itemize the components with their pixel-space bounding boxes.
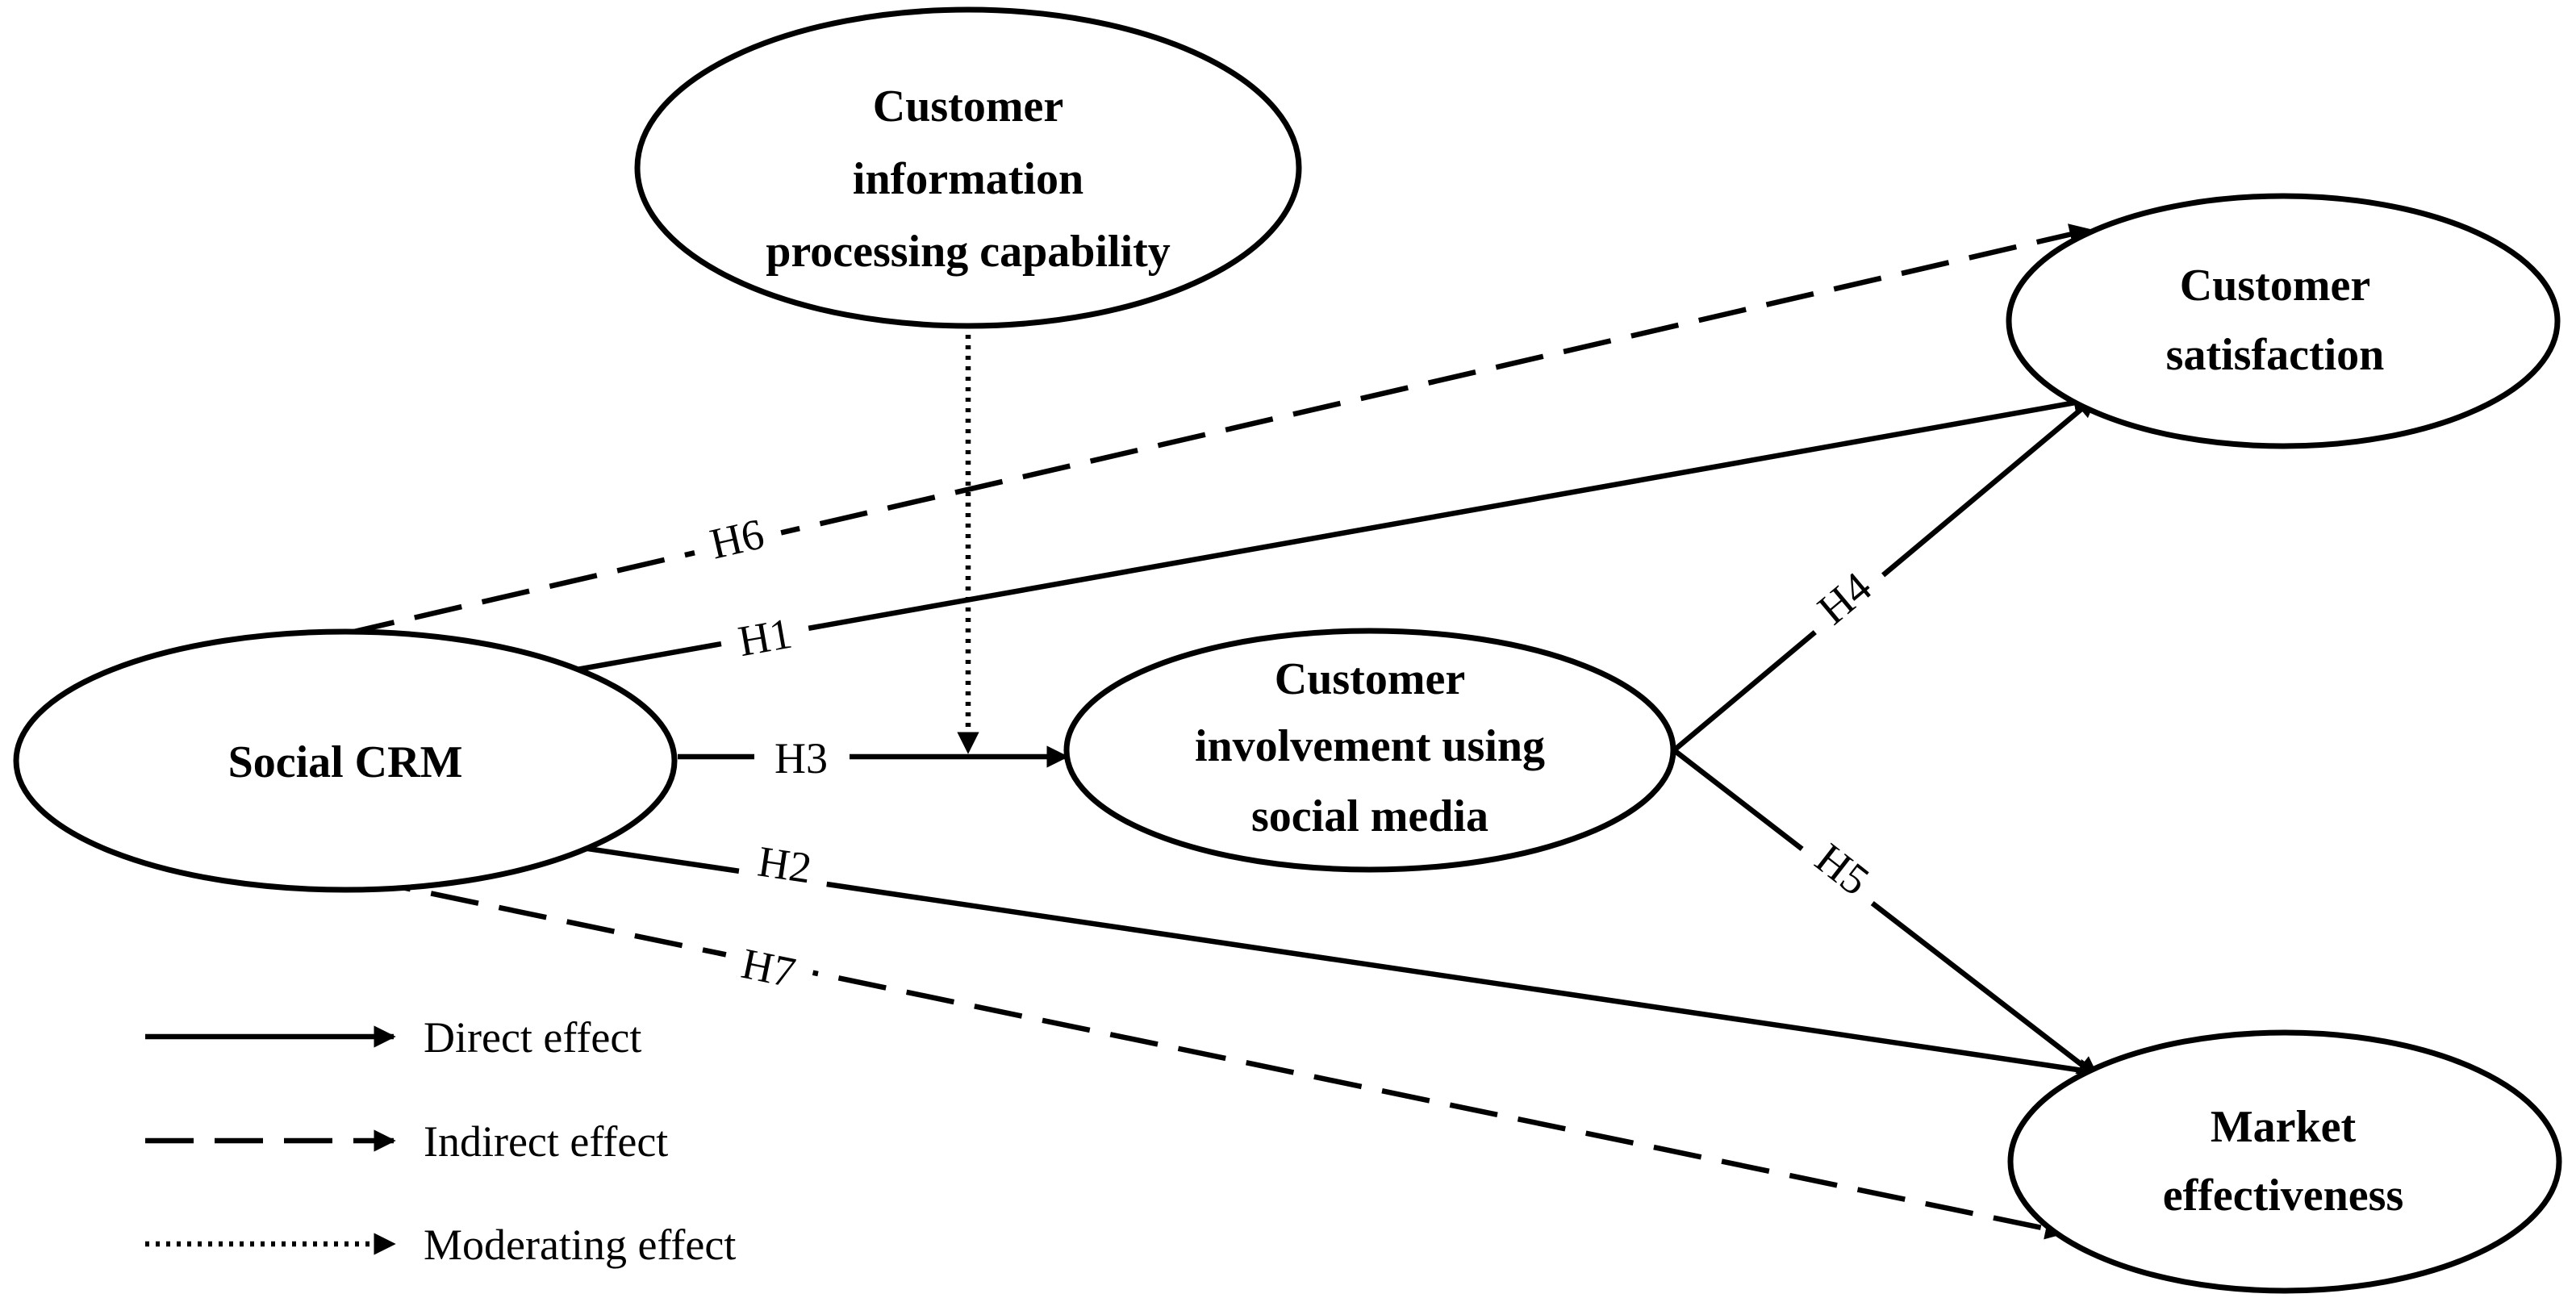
node-market-effectiveness: Market effectiveness [2007,1029,2562,1294]
edge-h5-direct [1672,748,2100,1079]
svg-text:Social CRM: Social CRM [228,737,463,787]
edge-h1-direct [576,391,2096,673]
svg-text:Customer: Customer [1275,654,1465,704]
edge-label-h1: H1 [735,609,795,666]
svg-text:social media: social media [1251,791,1488,841]
edge-label-h2: H2 [755,837,815,892]
legend-moderating-label: Moderating effect [424,1221,736,1269]
edge-h7-indirect [362,876,2068,1240]
svg-text:information: information [853,154,1083,204]
svg-text:involvement using: involvement using [1195,721,1545,771]
svg-text:Customer: Customer [873,81,1063,131]
svg-text:processing capability: processing capability [766,227,1170,277]
legend-direct-label: Direct effect [424,1013,641,1062]
edge-label-h6: H6 [706,509,769,568]
legend-indirect-label: Indirect effect [424,1117,668,1166]
edge-label-h7: H7 [737,939,800,997]
edge-label-h3: H3 [774,734,828,783]
node-customer-involvement-using-social-media: Customer involvement using social media [1063,628,1676,873]
edge-h4-direct [1672,394,2098,753]
node-customer-information-processing-capability: Customer information processing capabili… [634,6,1302,329]
svg-text:Market: Market [2211,1102,2357,1152]
legend: Direct effect Indirect effect Moderating… [145,1013,736,1269]
node-social-crm: Social CRM [13,628,678,893]
svg-text:effectiveness: effectiveness [2163,1171,2404,1221]
edge-h6-indirect [346,223,2092,636]
edge-h2-direct [576,844,2102,1081]
svg-text:Customer: Customer [2180,261,2370,311]
svg-text:satisfaction: satisfaction [2166,330,2385,380]
node-customer-satisfaction: Customer satisfaction [2006,193,2561,449]
